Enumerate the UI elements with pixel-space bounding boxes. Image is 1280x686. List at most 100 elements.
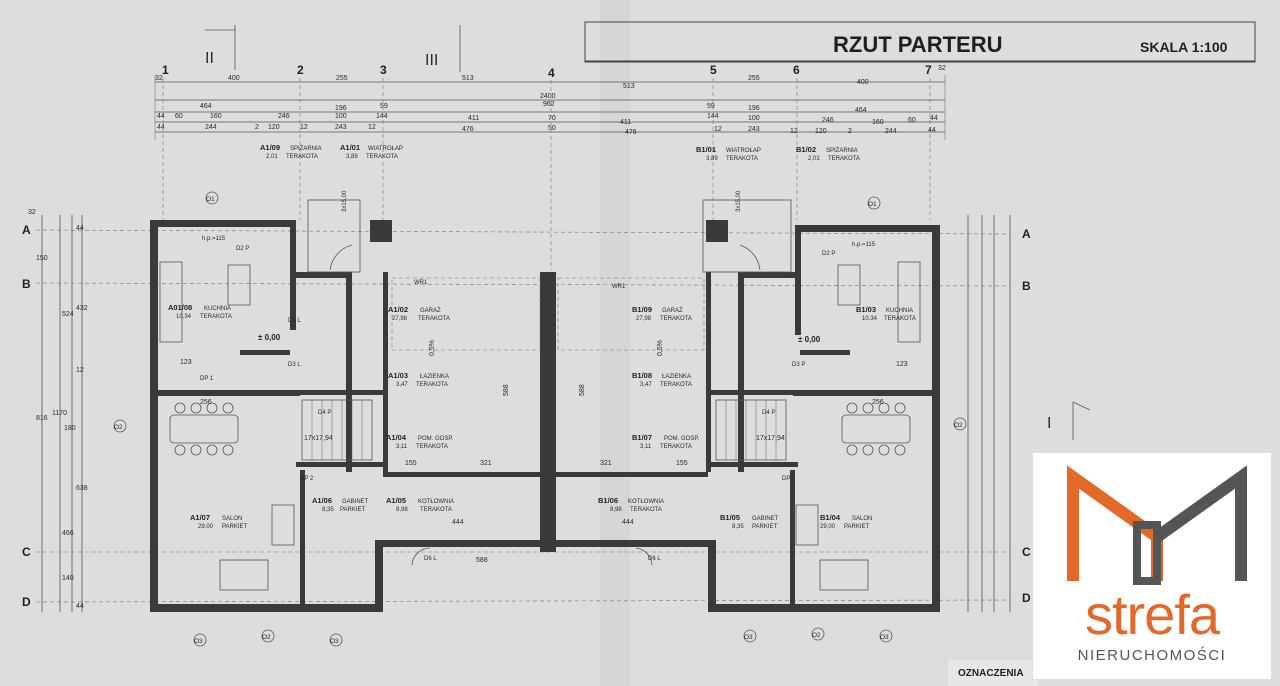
svg-text:D6 L: D6 L [648,556,661,562]
svg-text:244: 244 [885,128,897,135]
svg-text:2,01: 2,01 [266,154,278,160]
row-markers-right: A B C D [1022,227,1031,605]
svg-text:27,98: 27,98 [636,316,652,322]
svg-text:29,00: 29,00 [820,524,836,530]
svg-text:464: 464 [855,107,867,114]
svg-text:TERAKOTA: TERAKOTA [828,156,860,162]
svg-text:KUCHNIA: KUCHNIA [204,306,231,312]
svg-text:A1/09: A1/09 [260,143,280,152]
column-1: 1 [162,63,169,77]
svg-text:8,35: 8,35 [732,524,744,530]
svg-text:TERAKOTA: TERAKOTA [660,382,692,388]
svg-text:TERAKOTA: TERAKOTA [416,444,448,450]
row-d-left: D [22,595,31,609]
svg-text:D4 P: D4 P [318,410,331,416]
svg-text:180: 180 [64,425,76,432]
svg-text:A1/07: A1/07 [190,513,210,522]
svg-text:TERAKOTA: TERAKOTA [660,316,692,322]
svg-text:D2 P: D2 P [236,246,249,252]
svg-text:A1/02: A1/02 [388,305,408,314]
svg-text:PARKIET: PARKIET [844,524,870,530]
svg-text:POM. GOSP.: POM. GOSP. [418,436,454,442]
svg-text:12: 12 [368,124,376,131]
svg-text:588: 588 [503,384,510,396]
scale-label: SKALA 1:100 [1140,39,1228,55]
svg-text:TERAKOTA: TERAKOTA [726,156,758,162]
svg-text:12: 12 [300,124,308,131]
svg-text:60: 60 [175,113,183,120]
svg-text:POM. GOSP.: POM. GOSP. [664,436,700,442]
svg-text:2: 2 [848,128,852,135]
column-markers: 1 2 3 4 5 6 7 [162,63,932,80]
svg-text:O3: O3 [194,638,203,645]
room-b1-09: B1/09 GARAŻ 27,98 TERAKOTA [632,305,692,322]
svg-text:59: 59 [707,103,715,110]
svg-text:160: 160 [210,113,222,120]
svg-text:524: 524 [62,311,74,318]
column-3: 3 [380,63,387,77]
svg-text:PARKIET: PARKIET [340,507,366,513]
svg-text:A1/05: A1/05 [386,496,406,505]
svg-text:PARKIET: PARKIET [222,524,248,530]
svg-text:196: 196 [335,105,347,112]
svg-text:10,34: 10,34 [176,314,192,320]
svg-text:2: 2 [255,124,259,131]
logo-subtitle: NIERUCHOMOŚCI [1077,647,1227,664]
svg-text:466: 466 [62,530,74,537]
svg-text:O2: O2 [812,632,821,639]
section-mark-iii: III [425,25,461,72]
svg-text:DP 1: DP 1 [200,376,214,382]
svg-text:GARAŻ: GARAŻ [662,307,683,314]
svg-text:TERAKOTA: TERAKOTA [630,507,662,513]
svg-text:3,47: 3,47 [396,382,408,388]
svg-text:144: 144 [376,113,388,120]
svg-text:444: 444 [452,519,464,526]
svg-text:O3: O3 [880,634,889,641]
row-b-right: B [1022,279,1031,293]
svg-text:513: 513 [623,83,635,90]
strefa-logo: strefa NIERUCHOMOŚCI [1032,452,1272,680]
svg-text:SALON: SALON [222,516,242,522]
level-right: ± 0,00 [798,335,821,344]
svg-text:I: I [1047,415,1051,432]
svg-text:123: 123 [896,361,908,368]
svg-text:8,98: 8,98 [396,507,408,513]
svg-text:SPIŻARNIA: SPIŻARNIA [290,145,322,152]
svg-text:476: 476 [625,129,637,136]
svg-text:10,34: 10,34 [862,316,878,322]
svg-text:44: 44 [76,225,84,232]
svg-text:243: 243 [748,126,760,133]
svg-text:244: 244 [205,124,217,131]
row-markers-left: A B C D [22,223,31,609]
svg-text:TERAKOTA: TERAKOTA [420,507,452,513]
svg-text:256: 256 [200,399,212,406]
strefa-house-icon [1067,465,1247,585]
svg-text:B1/05: B1/05 [720,513,740,522]
svg-text:ŁAZIENKA: ŁAZIENKA [662,374,691,380]
svg-text:B1/01: B1/01 [696,145,716,154]
svg-text:246: 246 [278,113,290,120]
section-mark-i: I [1047,401,1091,440]
svg-text:B1/02: B1/02 [796,145,816,154]
svg-text:GABINET: GABINET [752,516,779,522]
svg-text:155: 155 [676,460,688,467]
svg-text:464: 464 [200,103,212,110]
svg-text:321: 321 [600,460,612,467]
column-7: 7 [925,63,932,77]
svg-text:B1/09: B1/09 [632,305,652,314]
svg-text:3,89: 3,89 [346,154,358,160]
row-b-left: B [22,277,31,291]
svg-text:III: III [425,52,438,69]
svg-text:243: 243 [335,124,347,131]
svg-text:D2 P: D2 P [822,251,835,257]
svg-text:KUCHNIA: KUCHNIA [886,308,913,314]
